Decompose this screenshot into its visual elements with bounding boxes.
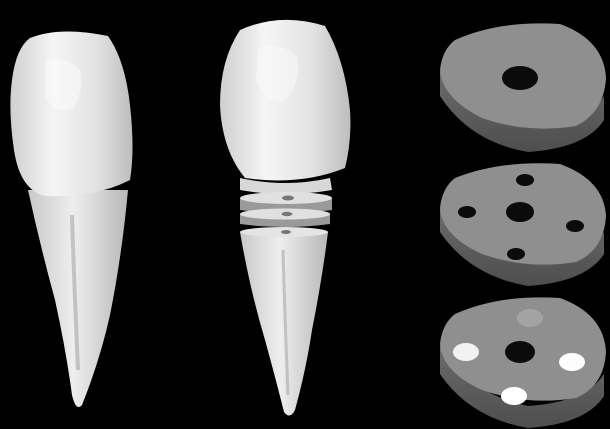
disc-five-holes — [440, 163, 606, 286]
disc-filled-holes-bottom-marker — [501, 387, 527, 405]
disc-filled-holes-center — [505, 341, 535, 363]
disc-filled-holes-left-marker — [453, 343, 479, 361]
disc-single-hole — [440, 23, 606, 152]
sectioned-tooth — [220, 20, 350, 416]
disc-five-holes-top-hole — [516, 174, 534, 186]
disc-single-hole-center — [502, 66, 538, 90]
tooth-slice-2 — [240, 209, 330, 228]
intact-tooth-crown-highlight — [45, 59, 81, 110]
disc-five-holes-right-hole — [566, 220, 584, 232]
disc-five-holes-left-hole — [458, 206, 476, 218]
intact-tooth — [10, 31, 132, 407]
disc-five-holes-center — [506, 202, 534, 222]
disc-five-holes-bottom-hole — [507, 248, 525, 260]
sectioned-tooth-neck — [240, 178, 332, 194]
intact-tooth-root — [28, 190, 128, 407]
disc-filled-holes-top-marker — [517, 309, 543, 327]
disc-filled-holes-right-marker — [559, 353, 585, 371]
intact-tooth-crown — [10, 31, 132, 196]
sectioned-tooth-crown — [220, 20, 350, 181]
disc-filled-holes — [440, 297, 606, 428]
